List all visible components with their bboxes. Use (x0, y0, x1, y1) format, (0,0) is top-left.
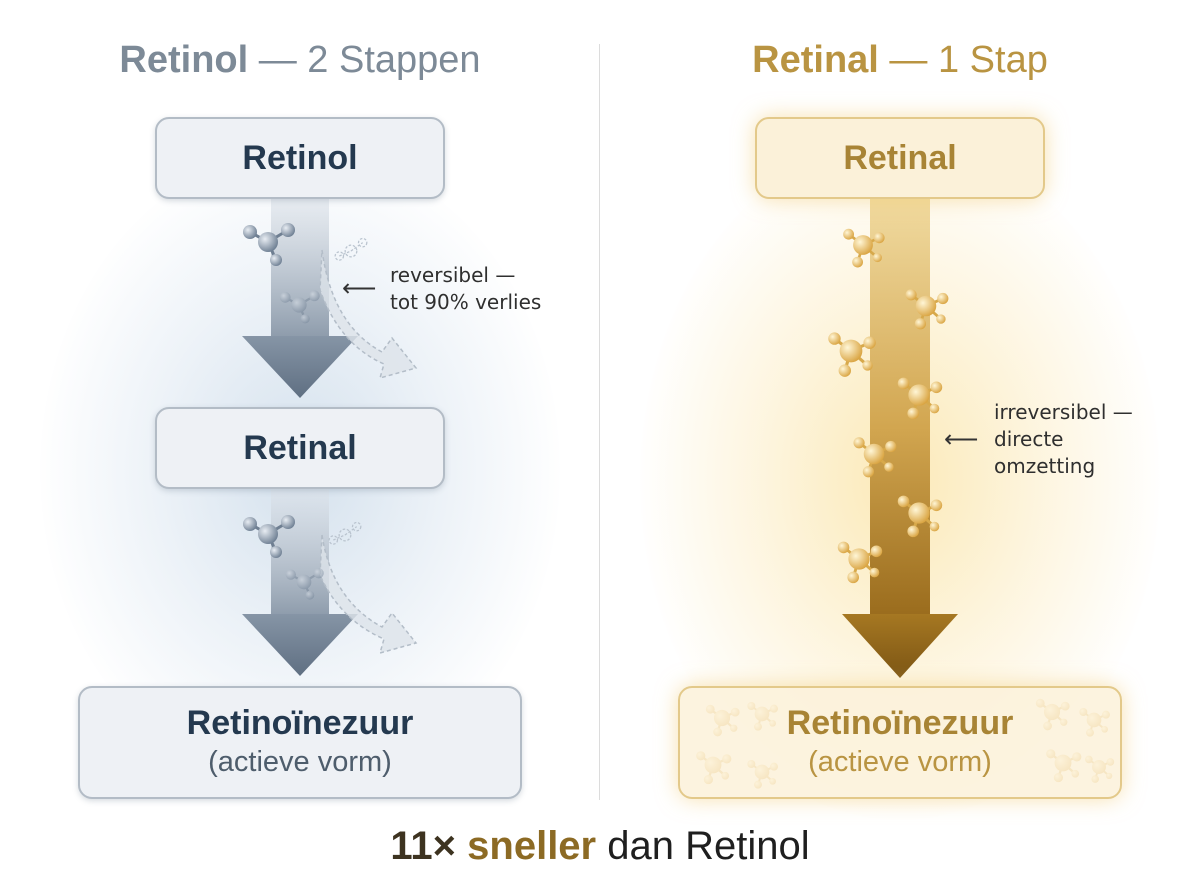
footer-multiplier: 11× (390, 824, 457, 868)
left-retinoic-acid-title: Retinoïnezuur (186, 704, 414, 742)
right-retinoic-acid-title: Retinoïnezuur (786, 704, 1014, 742)
molecule-icon (334, 237, 368, 261)
column-divider (599, 44, 600, 800)
right-heading: Retinal — 1 Stap (600, 38, 1200, 82)
left-branch-arrow-2 (319, 534, 418, 655)
right-arrow (842, 196, 958, 678)
right-annotation-line3: omzetting (994, 454, 1096, 478)
left-branch-arrow-1 (319, 249, 418, 380)
left-retinal-box: Retinal (155, 407, 445, 489)
left-arrow-1 (242, 196, 358, 398)
left-retinoic-acid-sub: (actieve vorm) (208, 746, 392, 778)
footer-fast: sneller (467, 824, 597, 868)
right-arrow-icon: ⟵ (944, 425, 979, 453)
right-annotation: irreversibel — directe omzetting (994, 399, 1133, 480)
right-retinoic-acid-box: Retinoïnezuur (actieve vorm) (678, 686, 1122, 799)
left-annotation-line2: tot 90% verlies (390, 290, 542, 314)
right-retinoic-acid-sub: (actieve vorm) (808, 746, 992, 778)
right-retinal-label: Retinal (843, 139, 957, 177)
footer-rest: dan Retinol (607, 824, 810, 868)
left-retinal-label: Retinal (243, 429, 357, 467)
left-heading-rest: — 2 Stappen (248, 39, 481, 81)
left-arrow-icon: ⟵ (342, 274, 377, 302)
molecule-icon (328, 521, 362, 545)
right-retinal-box: Retinal (755, 117, 1045, 199)
left-heading-bold: Retinol (119, 39, 249, 81)
left-retinol-box: Retinol (155, 117, 445, 199)
left-retinoic-acid-box: Retinoïnezuur (actieve vorm) (78, 686, 522, 799)
right-annotation-line2: directe (994, 427, 1064, 451)
left-arrow-2 (242, 488, 358, 676)
footer-claim: 11× sneller dan Retinol (0, 822, 1200, 870)
left-retinol-label: Retinol (242, 139, 358, 177)
right-heading-rest: — 1 Stap (878, 39, 1048, 81)
left-heading: Retinol — 2 Stappen (0, 38, 600, 82)
right-annotation-line1: irreversibel — (994, 400, 1133, 424)
left-annotation-line1: reversibel — (390, 263, 516, 287)
left-annotation: reversibel — tot 90% verlies (390, 262, 541, 316)
molecule-icon (826, 330, 878, 379)
right-heading-bold: Retinal (752, 39, 879, 81)
